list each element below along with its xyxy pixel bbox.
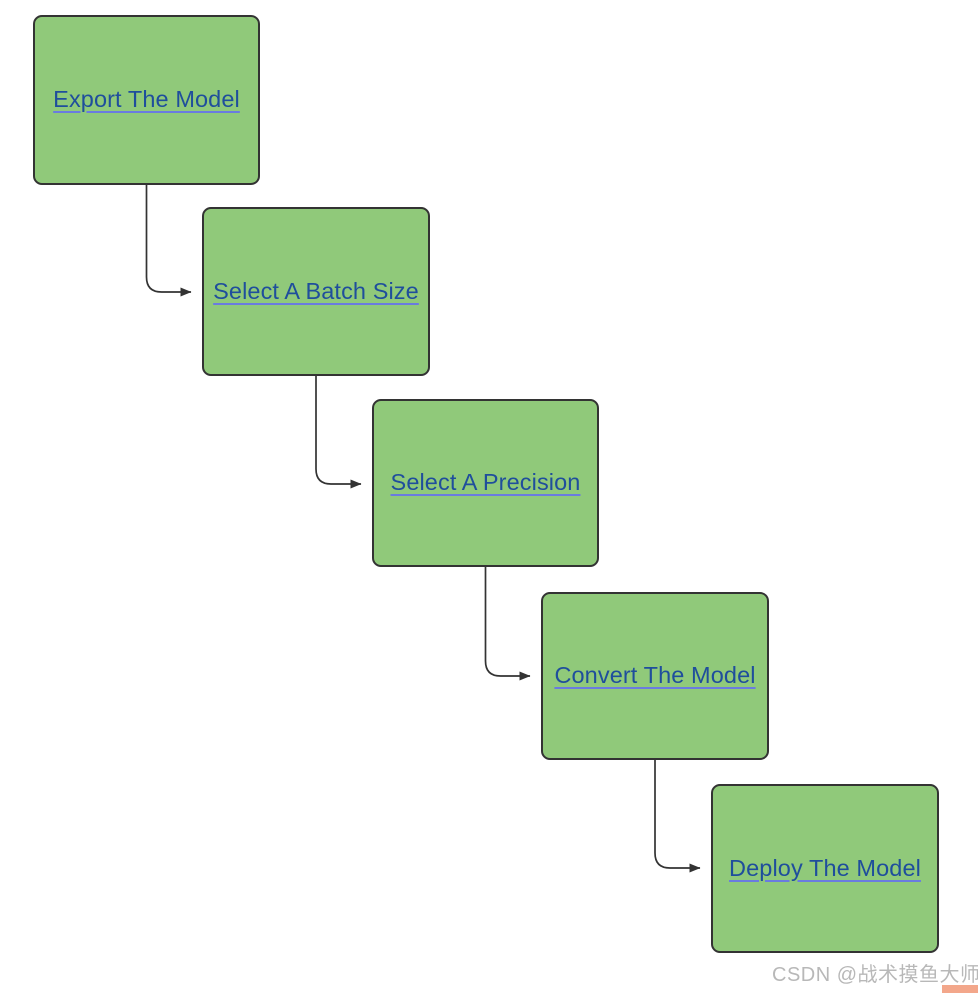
node-convert-the-model[interactable]: Convert The Model [541,592,769,760]
csdn-watermark: CSDN @战术摸鱼大师 [772,964,978,986]
node-label-export-the-model[interactable]: Export The Model [53,86,240,113]
edge-convert-to-deploy [654,760,701,873]
node-label-select-a-batch-size[interactable]: Select A Batch Size [213,277,419,304]
node-label-deploy-the-model[interactable]: Deploy The Model [729,854,921,881]
corner-accent-chip [942,985,978,993]
node-select-a-precision[interactable]: Select A Precision [372,399,599,567]
node-label-convert-the-model[interactable]: Convert The Model [554,662,756,689]
node-export-the-model[interactable]: Export The Model [33,15,260,185]
node-select-a-batch-size[interactable]: Select A Batch Size [202,207,430,376]
node-deploy-the-model[interactable]: Deploy The Model [711,784,939,953]
edge-precision-to-convert [484,567,531,681]
node-label-select-a-precision[interactable]: Select A Precision [390,469,581,496]
edge-batch-to-precision [315,376,362,489]
edge-export-to-batch [145,185,192,297]
